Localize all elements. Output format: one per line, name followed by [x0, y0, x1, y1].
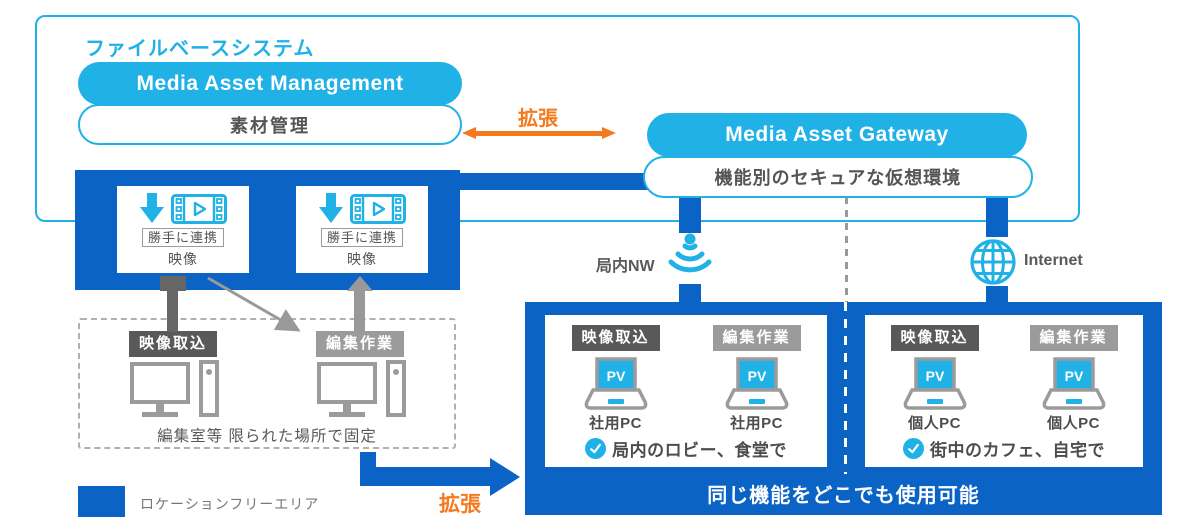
- monitor: [130, 362, 190, 417]
- laptop-screen-label: PV: [606, 368, 625, 384]
- expand-top-label: 拡張: [518, 108, 558, 130]
- monitor-screen: [130, 362, 190, 404]
- internet-globe-icon: [970, 239, 1016, 285]
- material-management-label: 素材管理: [230, 115, 310, 136]
- arrow-bar: [473, 130, 605, 136]
- pc-name: 社用PC: [589, 415, 642, 432]
- location-free-footer: 同じ機能をどこでも使用可能: [707, 485, 980, 507]
- edit-column: 編集作業 PV 個人PC: [1004, 325, 1143, 433]
- file-based-system-title: ファイルベースシステム: [85, 38, 315, 60]
- location-free-panel-personal: 映像取込 PV 個人PC 編集作業 PV 個人PC: [865, 315, 1143, 467]
- legend-label: ロケーションフリーエリア: [140, 496, 320, 512]
- monitor-screen: [317, 362, 377, 404]
- panel-columns: 映像取込 PV 個人PC 編集作業 PV 個人PC: [865, 325, 1143, 433]
- connector-internet-upper: [986, 197, 1008, 237]
- panel-note: 局内のロビー、食堂で: [545, 436, 827, 461]
- auto-link-tag: 勝手に連携: [141, 228, 224, 247]
- connector-internet-lower: [986, 286, 1008, 304]
- check-icon: [903, 438, 924, 459]
- panel-note-text: 街中のカフェ、自宅で: [930, 441, 1105, 460]
- location-free-panel-office: 映像取込 PV 社用PC 編集作業 PV 社用PC: [545, 315, 827, 467]
- lan-label: 局内NW: [596, 258, 655, 275]
- download-arrow-icon: [139, 193, 164, 223]
- film-icon: [349, 193, 406, 224]
- ingest-card-2-icons: [318, 193, 406, 224]
- tower-dot: [206, 369, 212, 375]
- laptop-icon: PV: [1042, 357, 1105, 410]
- edit-up-arrow-stem: [354, 290, 365, 332]
- auto-link-tag: 勝手に連携: [320, 228, 403, 247]
- download-arrow-icon: [318, 193, 343, 223]
- capture-up-arrow-head: [160, 276, 186, 291]
- capture-tag: 映像取込: [890, 325, 979, 351]
- video-label: 映像: [168, 251, 198, 267]
- capture-column: 映像取込 PV 個人PC: [865, 325, 1004, 433]
- monitor-neck: [156, 404, 164, 412]
- arrow-left-head: [462, 127, 476, 139]
- link-to-edit-arrow: [207, 276, 301, 332]
- laptop-icon: PV: [584, 357, 647, 410]
- film-icon: [170, 193, 227, 224]
- media-asset-gateway-label: Media Asset Gateway: [725, 123, 949, 146]
- ingest-card-2: 勝手に連携 映像: [296, 186, 428, 273]
- edit-tag: 編集作業: [712, 325, 801, 351]
- secure-virtual-env-pill: 機能別のセキュアな仮想環境: [643, 156, 1033, 198]
- fixed-location-caption: 編集室等 限られた場所で固定: [157, 428, 377, 445]
- edit-column: 編集作業 PV 社用PC: [686, 325, 827, 433]
- laptop-screen-label: PV: [1064, 368, 1083, 384]
- capture-tag: 映像取込: [129, 331, 217, 357]
- panel-columns: 映像取込 PV 社用PC 編集作業 PV 社用PC: [545, 325, 827, 433]
- media-asset-management-label: Media Asset Management: [136, 71, 404, 95]
- laptop-icon: PV: [903, 357, 966, 410]
- expand-bottom-label: 拡張: [439, 493, 481, 516]
- divider-dashed-white: [844, 302, 847, 474]
- monitor-base: [142, 412, 178, 417]
- media-asset-management-pill: Media Asset Management: [78, 62, 462, 105]
- desktop-pc-icon: [317, 360, 406, 417]
- laptop-screen-label: PV: [747, 368, 766, 384]
- edit-up-arrow-head: [347, 276, 373, 291]
- ingest-card-1-icons: [139, 193, 227, 224]
- fixed-location-box: [78, 318, 456, 449]
- internet-label: Internet: [1024, 252, 1083, 269]
- panel-note-text: 局内のロビー、食堂で: [612, 441, 787, 460]
- pc-name: 社用PC: [730, 415, 783, 432]
- connector-ingest-to-gateway: [455, 173, 660, 190]
- edit-tag: 編集作業: [1029, 325, 1118, 351]
- secure-virtual-env-label: 機能別のセキュアな仮想環境: [714, 168, 962, 188]
- expand-double-arrow-icon: [462, 127, 616, 139]
- edit-tag: 編集作業: [316, 331, 404, 357]
- divider-dashed-gray: [845, 197, 848, 302]
- pc-name: 個人PC: [908, 415, 961, 432]
- desktop-pc-icon: [130, 360, 219, 417]
- monitor-base: [329, 412, 365, 417]
- media-asset-gateway-pill: Media Asset Gateway: [647, 113, 1027, 157]
- laptop-icon: PV: [725, 357, 788, 410]
- legend-swatch: [78, 486, 125, 517]
- arrow-right-head: [602, 127, 616, 139]
- expand-elbow-arrowhead: [490, 458, 520, 496]
- video-label: 映像: [347, 251, 377, 267]
- check-icon: [585, 438, 607, 459]
- monitor-neck: [343, 404, 351, 412]
- capture-up-arrow-stem: [167, 290, 178, 332]
- connector-lan-upper: [679, 197, 701, 233]
- wifi-icon: [668, 233, 712, 273]
- capture-column: 映像取込 PV 社用PC: [545, 325, 686, 433]
- capture-tag: 映像取込: [571, 325, 660, 351]
- expand-elbow-bar: [360, 467, 492, 486]
- pc-tower: [199, 360, 219, 417]
- pc-tower: [386, 360, 406, 417]
- pc-name: 個人PC: [1047, 415, 1100, 432]
- monitor: [317, 362, 377, 417]
- connector-lan-lower: [679, 284, 701, 304]
- laptop-screen-label: PV: [925, 368, 944, 384]
- panel-note: 街中のカフェ、自宅で: [865, 436, 1143, 461]
- material-management-pill: 素材管理: [78, 104, 462, 145]
- tower-dot: [393, 369, 399, 375]
- ingest-card-1: 勝手に連携 映像: [117, 186, 249, 273]
